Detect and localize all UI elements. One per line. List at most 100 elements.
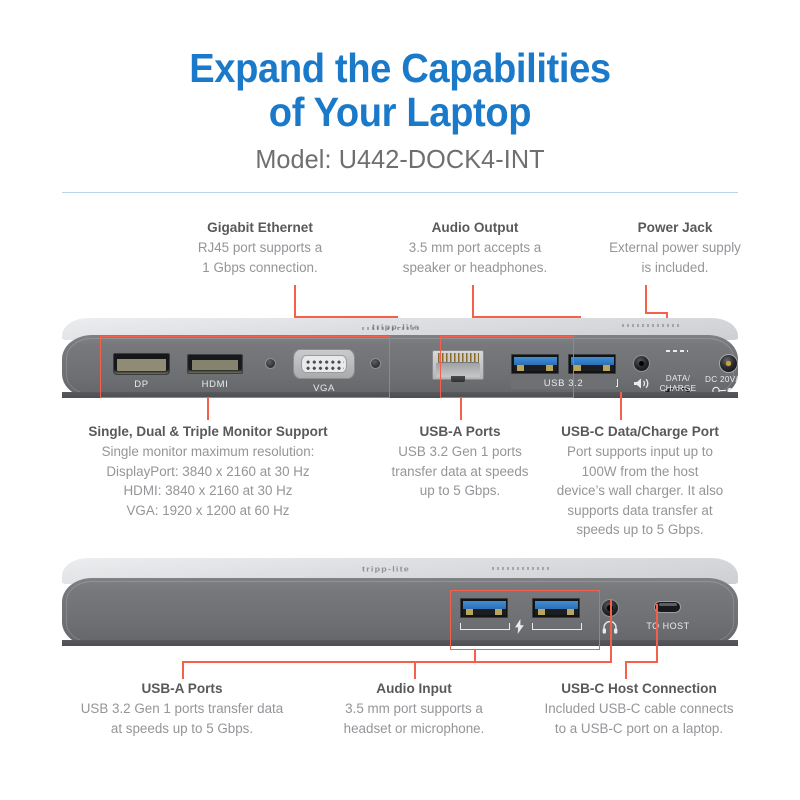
lightning-bolt-icon [515,619,524,634]
callout-body: RJ45 port supports a 1 Gbps connection. [156,238,364,277]
label-line: CHARGE [659,383,697,393]
header-divider [62,192,738,193]
usb-a-contact [566,608,574,615]
usb-a-contact [602,364,610,371]
leader-line-ethernet [294,316,397,318]
callout-usb-a-rear: USB-A Ports USB 3.2 Gen 1 ports transfer… [364,422,556,501]
callout-body: USB 3.2 Gen 1 ports transfer data at spe… [32,699,332,738]
callout-body: 3.5 mm port accepts a speaker or headpho… [369,238,581,277]
audio-output-jack [633,355,650,372]
callout-heading: USB-A Ports [419,424,501,439]
usb-a-contact [538,608,546,615]
usb-a-port [532,598,580,618]
vga-inner [301,354,347,374]
screw-hole [265,358,276,369]
label-to-host: TO HOST [646,621,690,631]
leader-line-usb-a-front [182,661,475,663]
callout-line: transfer data at speeds [391,463,529,479]
callout-line: 3.5 mm port supports a [345,701,483,716]
leader-line-usb-c-data-charge [620,392,622,420]
usb-a-blue-insert [462,601,506,609]
usb-a-tongue [534,608,578,615]
highlight-usb-a-front [450,590,600,650]
usb-a-tongue [513,364,557,371]
callout-body: Single monitor maximum resolution: Displ… [58,442,358,520]
leader-line-audio-output [472,316,580,318]
callout-body: Port supports input up to 100W from the … [534,442,746,540]
highlight-video-ports [100,336,390,398]
callout-line: 100W from the host [581,463,699,479]
label-dp: DP [134,379,149,390]
usb-a-port [568,354,616,374]
callout-line: is included. [641,259,709,275]
device-bottom-edge [62,392,738,398]
usb-a-blue-insert [513,357,557,365]
callout-line: VGA: 1920 x 1200 at 60 Hz [126,502,290,518]
callout-line: to a USB-C port on a laptop. [554,720,724,736]
callout-line: RJ45 port supports a [197,240,323,255]
rj45-body [436,363,480,377]
device-bevel [66,581,734,643]
callout-line: speaker or headphones. [402,259,548,275]
usb-a-tongue [570,364,614,371]
leader-line-usb-a-front [182,661,184,679]
vga-port [293,349,355,379]
callout-line: speeds up to 5 Gbps. [576,522,704,537]
callout-monitor-support: Single, Dual & Triple Monitor Support Si… [58,422,358,520]
label-data-charge: DATA/ CHARGE [654,374,702,393]
callout-audio-input: Audio Input 3.5 mm port supports a heads… [318,679,510,738]
device-front-face: DP HDMI VGA [62,335,738,398]
leader-line-audio-output [472,285,474,318]
label-line: DATA/ [665,374,691,383]
callout-heading: USB-A Ports [141,681,223,696]
callout-usb-c-host: USB-C Host Connection Included USB-C cab… [516,679,762,738]
usb-a-bracket-right [532,623,582,630]
usb-a-bracket-left [460,623,510,630]
hdmi-port [187,354,243,374]
usb-a-contact [574,364,582,371]
device-rear-panel: tripp-lite DP HDMI VGA [62,318,738,398]
label-dc-jack: DC 20V/3.6A [705,375,738,384]
usb-a-port [460,598,508,618]
device-front-face: TO HOST [62,578,738,646]
callout-line: headset or microphone. [343,720,485,736]
callout-line: DisplayPort: 3840 x 2160 at 30 Hz [106,463,310,479]
callout-line: USB 3.2 Gen 1 ports transfer data [80,701,284,716]
leader-line-usb-c-host [625,661,627,679]
leader-line-audio-input [414,661,416,679]
rj45-contacts [437,353,479,363]
vent-grille [362,327,422,330]
callout-line: device’s wall charger. It also [556,483,724,498]
callout-line: Single monitor maximum resolution: [101,444,315,459]
vent-grille [492,567,552,570]
leader-line-ethernet [294,285,296,318]
callout-line: up to 5 Gbps. [419,483,501,498]
leader-line-usb-a-rear [460,398,462,420]
leader-line-usb-a-front [474,650,476,663]
callout-line: Included USB-C cable connects [544,701,734,716]
usb-a-blue-insert [534,601,578,609]
vent-grille [622,324,682,327]
callout-heading: USB-C Data/Charge Port [561,424,719,439]
model-number: Model: U442-DOCK4-INT [255,144,545,174]
callout-heading: Gigabit Ethernet [207,220,313,235]
callout-heading: Single, Dual & Triple Monitor Support [88,424,328,439]
highlight-usb-a-rear [440,336,574,398]
callout-line: at speeds up to 5 Gbps. [110,720,254,736]
vga-pin-dots [304,357,344,371]
label-vga: VGA [313,383,335,394]
title-line-2: of Your Laptop [268,89,532,135]
brand-logo-front: tripp-lite [362,565,410,573]
callout-line: HDMI: 3840 x 2160 at 30 Hz [123,483,293,498]
usb-a-contact [466,608,474,615]
label-hdmi: HDMI [201,379,229,390]
device-bottom-edge [62,640,738,646]
dc-power-jack [719,354,738,373]
leader-line-usb-c-host [656,604,658,661]
callout-heading: Power Jack [637,220,713,235]
callout-line: Port supports input up to [567,444,713,459]
callout-heading: Audio Output [431,220,519,235]
speaker-icon [634,378,649,389]
callout-line: External power supply [609,240,741,255]
callout-heading: Audio Input [376,681,452,696]
